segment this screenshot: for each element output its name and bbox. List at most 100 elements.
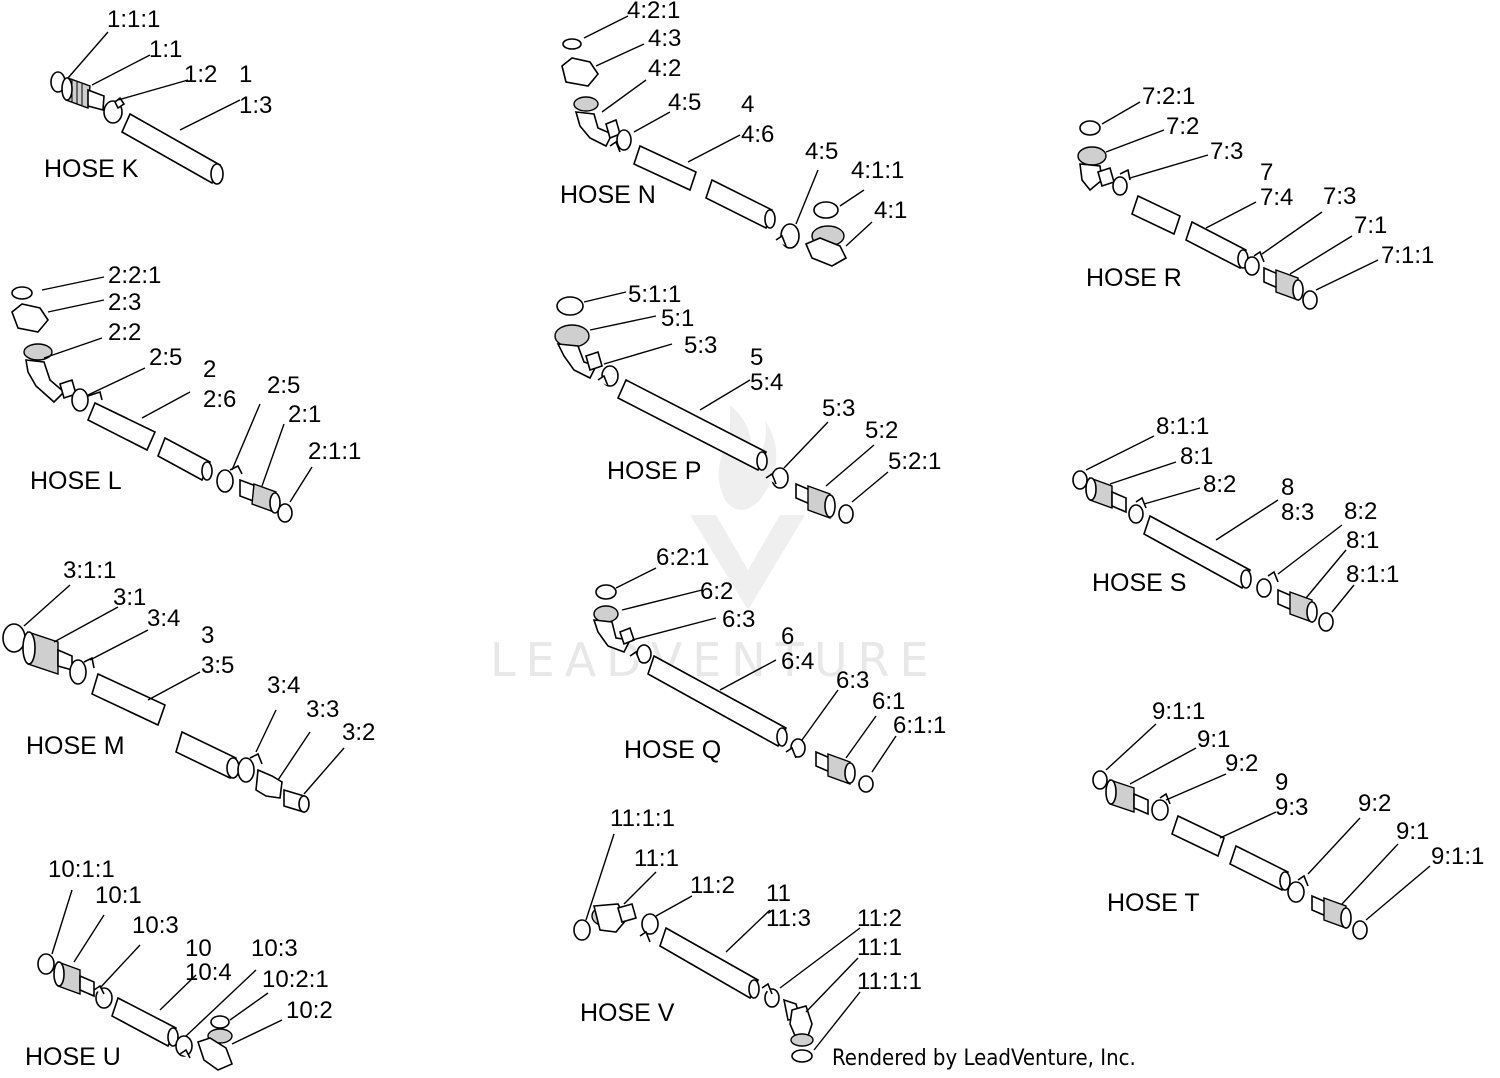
label-3: 3 bbox=[201, 622, 214, 649]
label-2-1: 2:1 bbox=[288, 401, 321, 428]
label-6-2: 6:2 bbox=[700, 578, 733, 605]
hose-n-title: HOSE N bbox=[560, 181, 656, 209]
label-8-1-1: 8:1:1 bbox=[1156, 413, 1209, 440]
label-11-2b: 11:2 bbox=[857, 905, 902, 932]
label-8-1: 8:1 bbox=[1180, 443, 1213, 470]
hose-k-title: HOSE K bbox=[44, 155, 139, 183]
hose-2-6a bbox=[86, 401, 157, 452]
elbow-2-2 bbox=[25, 359, 66, 404]
hose-m-group bbox=[2, 584, 345, 814]
label-10-3: 10:3 bbox=[132, 912, 179, 939]
hose-5-4 bbox=[616, 378, 768, 472]
hose-7-4b bbox=[1185, 220, 1247, 270]
label-8-1b: 8:1 bbox=[1346, 527, 1379, 554]
label-11-1-1: 11:1:1 bbox=[610, 805, 675, 832]
label-7-3: 7:3 bbox=[1210, 138, 1243, 165]
label-4-1-1: 4:1:1 bbox=[851, 157, 904, 184]
label-9-1-1: 9:1:1 bbox=[1152, 698, 1205, 725]
hose-s-title: HOSE S bbox=[1092, 569, 1186, 597]
label-5-3b: 5:3 bbox=[822, 395, 855, 422]
label-10-2: 10:2 bbox=[286, 997, 333, 1024]
label-10-1-1: 10:1:1 bbox=[48, 856, 115, 883]
label-7-2-1: 7:2:1 bbox=[1142, 83, 1195, 110]
label-8-3: 8:3 bbox=[1281, 499, 1314, 526]
label-7-3b: 7:3 bbox=[1323, 183, 1356, 210]
label-5-2-1: 5:2:1 bbox=[888, 448, 941, 475]
render-credit: Rendered by LeadVenture, Inc. bbox=[832, 1046, 1136, 1071]
label-3-2: 3:2 bbox=[342, 719, 375, 746]
hose-4-6a bbox=[633, 144, 697, 192]
label-7: 7 bbox=[1260, 159, 1273, 186]
label-6-4: 6:4 bbox=[781, 648, 814, 675]
label-9-1: 9:1 bbox=[1197, 726, 1230, 753]
label-11-1b: 11:1 bbox=[857, 934, 902, 961]
hose-3-5b bbox=[175, 730, 237, 780]
label-4-3: 4:3 bbox=[648, 25, 681, 52]
label-2-1-1: 2:1:1 bbox=[308, 438, 361, 465]
label-9-2: 9:2 bbox=[1225, 750, 1258, 777]
hose-p-group bbox=[554, 291, 889, 524]
elbow-7-2 bbox=[1079, 163, 1103, 192]
hose-2-6b bbox=[156, 436, 212, 482]
hose-7-4a bbox=[1131, 194, 1181, 236]
label-4: 4 bbox=[741, 91, 754, 118]
label-6-1-1: 6:1:1 bbox=[893, 712, 946, 739]
label-4-2: 4:2 bbox=[648, 55, 681, 82]
label-4-5b: 4:5 bbox=[805, 138, 838, 165]
label-10-2-1: 10:2:1 bbox=[262, 966, 329, 993]
label-9-3: 9:3 bbox=[1275, 794, 1308, 821]
label-2-2: 2:2 bbox=[108, 319, 141, 346]
label-3-4: 3:4 bbox=[147, 605, 180, 632]
hose-q-group bbox=[592, 567, 897, 793]
label-2-2-1: 2:2:1 bbox=[108, 262, 161, 289]
label-6: 6 bbox=[781, 623, 794, 650]
label-4-5: 4:5 bbox=[668, 89, 701, 116]
hose-t-title: HOSE T bbox=[1107, 889, 1200, 917]
label-7-2: 7:2 bbox=[1166, 113, 1199, 140]
label-6-1: 6:1 bbox=[872, 688, 905, 715]
hose-10-4 bbox=[111, 996, 178, 1048]
label-2-5: 2:5 bbox=[149, 344, 182, 371]
label-5-3: 5:3 bbox=[684, 332, 717, 359]
hose-u-group bbox=[37, 889, 283, 1071]
hose-9-3b bbox=[1229, 844, 1289, 892]
hose-1-3 bbox=[120, 112, 222, 185]
label-9-1-1b: 9:1:1 bbox=[1431, 843, 1484, 870]
hose-u-title: HOSE U bbox=[25, 1043, 121, 1071]
label-10-4: 10:4 bbox=[185, 959, 232, 986]
hose-p-title: HOSE P bbox=[607, 457, 701, 485]
label-11-3: 11:3 bbox=[766, 905, 811, 932]
hose-4-6b bbox=[705, 178, 773, 230]
label-8-2b: 8:2 bbox=[1344, 498, 1377, 525]
hose-s-group bbox=[1072, 435, 1355, 632]
label-3-1-1: 3:1:1 bbox=[63, 557, 116, 584]
hose-9-3a bbox=[1171, 814, 1225, 858]
label-1-2: 1:2 bbox=[184, 61, 217, 88]
label-11-1-1b: 11:1:1 bbox=[857, 968, 922, 995]
label-3-3: 3:3 bbox=[306, 696, 339, 723]
label-6-3b: 6:3 bbox=[836, 667, 869, 694]
hose-11-3 bbox=[659, 926, 760, 1000]
label-8-2: 8:2 bbox=[1203, 471, 1236, 498]
hose-8-3 bbox=[1143, 514, 1252, 590]
hose-v-title: HOSE V bbox=[580, 999, 675, 1027]
label-9-2b: 9:2 bbox=[1358, 790, 1391, 817]
label-3-4b: 3:4 bbox=[267, 672, 300, 699]
label-10-3b: 10:3 bbox=[251, 935, 298, 962]
elbow-4-2 bbox=[574, 111, 614, 148]
label-6-3: 6:3 bbox=[722, 606, 755, 633]
label-8-1-1b: 8:1:1 bbox=[1346, 561, 1399, 588]
label-1-1-1: 1:1:1 bbox=[107, 6, 160, 33]
label-11-2: 11:2 bbox=[690, 872, 735, 899]
label-3-5: 3:5 bbox=[201, 652, 234, 679]
hose-l-title: HOSE L bbox=[30, 467, 122, 495]
label-1-3: 1:3 bbox=[239, 92, 272, 119]
elbow-5-1 bbox=[556, 343, 598, 380]
label-1-1: 1:1 bbox=[149, 36, 182, 63]
nut-4-3 bbox=[561, 57, 599, 87]
elbow-10-2 bbox=[196, 1037, 234, 1071]
label-5-4: 5:4 bbox=[750, 369, 783, 396]
label-5: 5 bbox=[750, 344, 763, 371]
label-1: 1 bbox=[239, 61, 252, 88]
